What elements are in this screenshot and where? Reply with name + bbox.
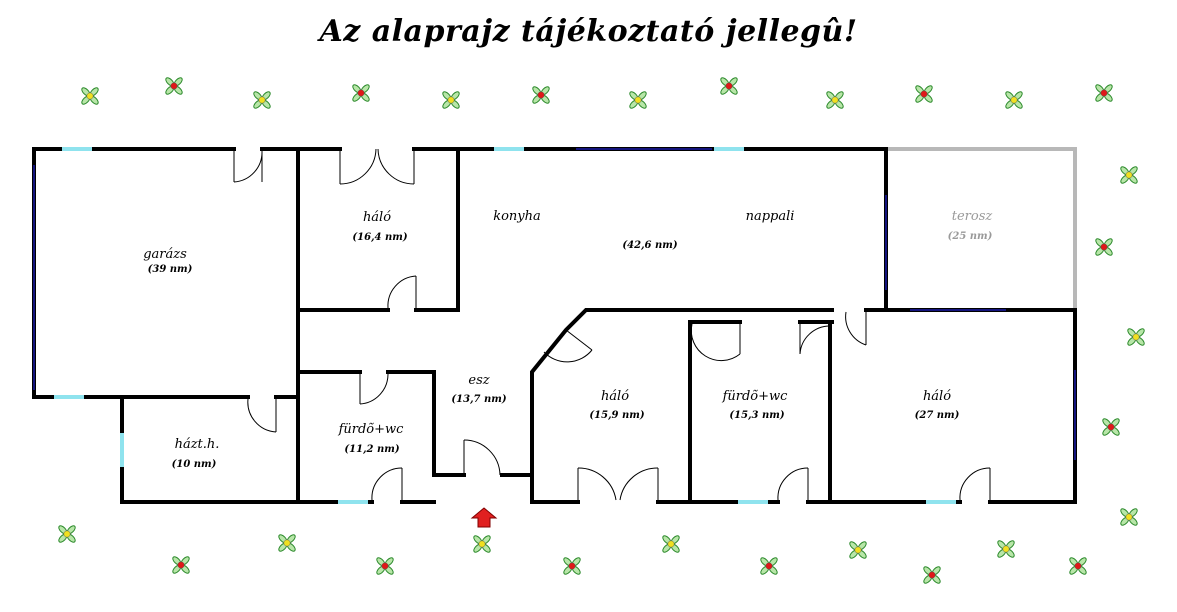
- hall-name: esz: [468, 373, 489, 388]
- living-name: nappali: [746, 209, 795, 224]
- bath-left-name: fürdõ+wc: [338, 422, 405, 437]
- flower-icon: [58, 525, 76, 543]
- flower-icon: [1069, 557, 1087, 575]
- flower-icon: [532, 86, 550, 104]
- flower-icon: [923, 566, 941, 584]
- flower-icon: [81, 87, 99, 105]
- flower-icon: [1120, 166, 1138, 184]
- kitchen-name: konyha: [493, 209, 541, 224]
- flower-icon: [1005, 91, 1023, 109]
- bath-right-name: fürdõ+wc: [722, 389, 789, 404]
- flower-icon: [1120, 508, 1138, 526]
- flower-icon: [1127, 328, 1145, 346]
- bedroom-right-area: (27 nm): [915, 410, 960, 421]
- flower-icon: [253, 91, 271, 109]
- flower-decorations: [58, 77, 1145, 584]
- flower-icon: [352, 84, 370, 102]
- flower-icon: [1095, 84, 1113, 102]
- hall-area: (13,7 nm): [451, 394, 506, 405]
- flower-icon: [473, 535, 491, 553]
- bedroom-top-area: (16,4 nm): [352, 232, 407, 243]
- garage-name: garázs: [143, 247, 187, 262]
- bedroom-mid-name: háló: [601, 389, 629, 404]
- flower-icon: [376, 557, 394, 575]
- terrace-area: (25 nm): [948, 231, 993, 242]
- garage-area: (39 nm): [148, 264, 193, 275]
- bedroom-right-name: háló: [923, 389, 951, 404]
- flower-icon: [278, 534, 296, 552]
- flower-icon: [1102, 418, 1120, 436]
- terrace-name: terosz: [952, 209, 993, 224]
- living-area: (42,6 nm): [622, 240, 677, 251]
- flower-icon: [442, 91, 460, 109]
- flower-icon: [629, 91, 647, 109]
- flower-icon: [662, 535, 680, 553]
- flower-icon: [1095, 238, 1113, 256]
- utility-name: házt.h.: [175, 437, 220, 452]
- flower-icon: [760, 557, 778, 575]
- bedroom-top-name: háló: [363, 210, 391, 225]
- entrance-arrow-icon: [470, 507, 498, 528]
- flower-icon: [720, 77, 738, 95]
- utility-area: (10 nm): [172, 459, 217, 470]
- plan-title: Az alaprajz tájékoztató jellegû!: [319, 14, 858, 49]
- flower-icon: [826, 91, 844, 109]
- flower-icon: [172, 556, 190, 574]
- terrace-walls: [886, 147, 1077, 310]
- flower-icon: [165, 77, 183, 95]
- windows: [33, 147, 1076, 504]
- flower-icon: [563, 557, 581, 575]
- doors: [233, 148, 991, 502]
- bath-left-area: (11,2 nm): [344, 444, 399, 455]
- flower-icon: [997, 540, 1015, 558]
- bedroom-mid-area: (15,9 nm): [589, 410, 644, 421]
- bath-right-area: (15,3 nm): [729, 410, 784, 421]
- flower-icon: [849, 541, 867, 559]
- flower-icon: [915, 85, 933, 103]
